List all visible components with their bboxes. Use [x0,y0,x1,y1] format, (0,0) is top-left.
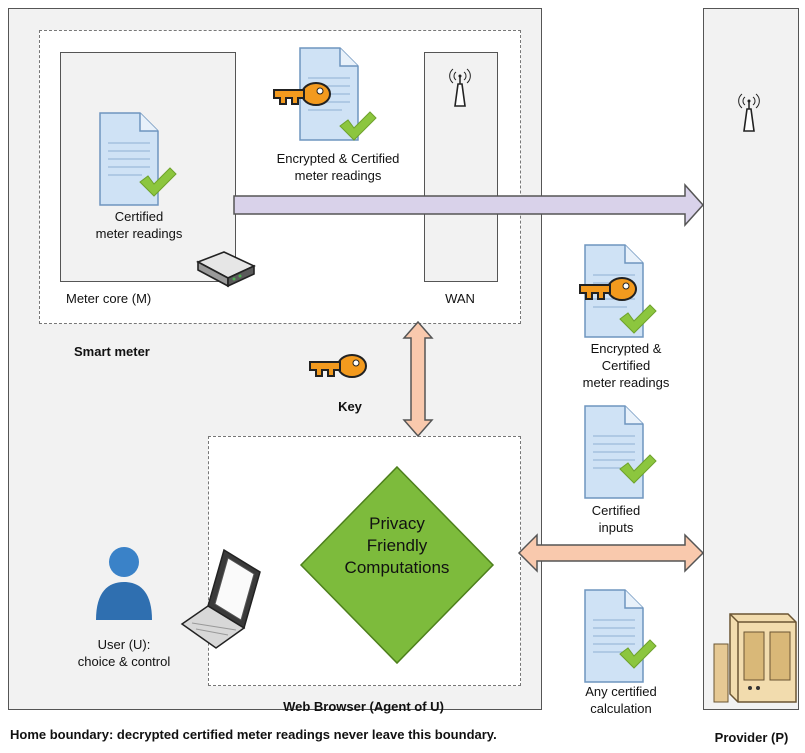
any-certified-label: Any certified calculation [585,684,657,716]
computation-exchange-arrow [517,533,705,573]
user-icon [96,547,152,620]
antenna-icon [448,68,472,107]
server-icon [713,613,797,703]
router-icon [196,251,256,288]
user-label: User (U): choice & control [77,637,171,669]
data-flow-arrow [233,183,705,227]
laptop-icon [180,548,261,649]
key-icon [309,354,367,378]
meter-core-label: Meter core (M) [66,291,152,306]
certified-readings-label: Certified meter readings [95,209,183,241]
certified-inputs-label: Certified inputs [591,503,641,535]
wan-label: WAN [445,291,475,306]
privacy-diamond [299,465,495,665]
smart-meter-label: Smart meter [74,344,150,359]
wan-box [424,52,498,282]
privacy-computations-label: Privacy Friendly Computations [344,514,450,577]
provider-label: Provider (P) [714,730,789,745]
key-exchange-arrow [402,320,434,438]
document-icon [584,405,644,499]
key-label: Key [338,399,362,414]
encrypted-right-label: Encrypted & Certified meter readings [582,341,670,390]
web-browser-label: Web Browser (Agent of U) [283,699,444,714]
antenna-icon [737,93,761,132]
encrypted-top-label: Encrypted & Certified meter readings [276,151,400,183]
home-boundary-label: Home boundary: decrypted certified meter… [10,727,497,742]
